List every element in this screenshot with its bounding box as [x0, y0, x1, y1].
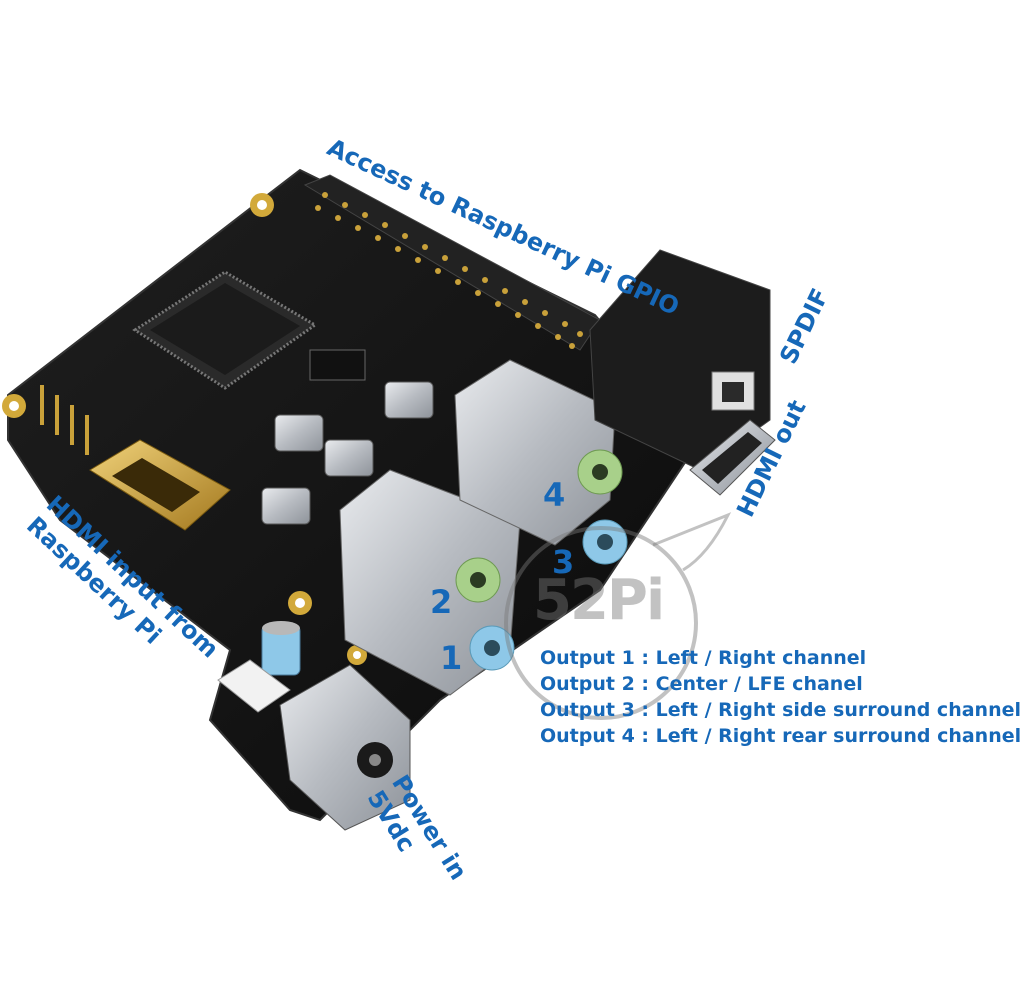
output-1-description: Output 1 : Left / Right channel: [540, 647, 867, 669]
watermark-text: 52Pi: [533, 568, 665, 633]
mounting-holes: [2, 193, 367, 665]
product-photo: 52Pi Access to Raspberry Pi GPIO SPDIF H…: [2, 133, 1021, 885]
output-2-description: Output 2 : Center / LFE chanel: [540, 673, 863, 695]
jack-inserts: [455, 449, 628, 671]
output-4-description: Output 4 : Left / Right rear surround ch…: [540, 725, 1021, 747]
spdif-connector: [589, 249, 771, 471]
jack-number-3: 3: [552, 543, 575, 581]
output-3-description: Output 3 : Left / Right side surround ch…: [540, 699, 1021, 721]
crystals: [261, 381, 434, 525]
jack-number-1: 1: [440, 639, 463, 677]
jack-number-2: 2: [430, 583, 453, 621]
power-section: [217, 621, 411, 831]
jack-number-4: 4: [543, 476, 566, 514]
output-list: Output 1 : Left / Right channel Output 2…: [540, 645, 1021, 749]
hdmi-input-connector: [89, 439, 231, 531]
small-ic: [309, 349, 366, 381]
gpio-header: [303, 174, 601, 351]
hdmi-output-connector: [689, 419, 776, 496]
main-chip: [132, 270, 318, 390]
hat-board-illustration: [2, 168, 776, 831]
side-header-pins: [40, 385, 89, 455]
